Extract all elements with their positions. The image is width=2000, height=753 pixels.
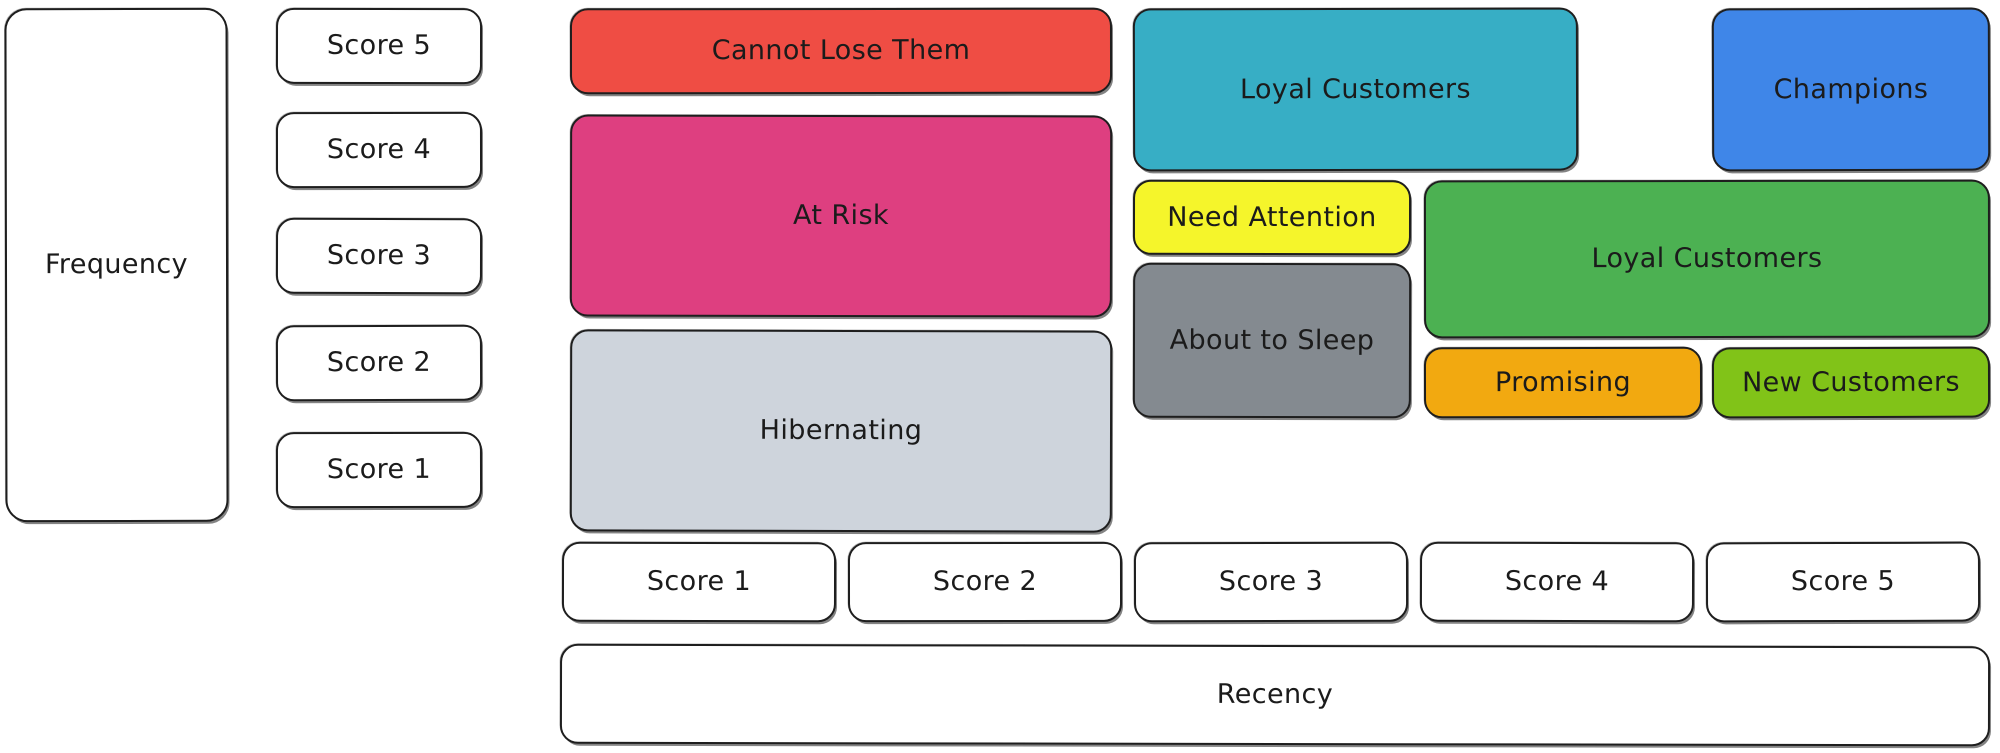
recency-score-2[interactable]: Score 2 xyxy=(847,541,1123,623)
segment-loyal-customers-green[interactable]: Loyal Customers xyxy=(1423,179,1991,339)
segment-need-attention-label: Need Attention xyxy=(1167,201,1377,234)
segment-hibernating[interactable]: Hibernating xyxy=(569,329,1113,533)
recency-score-1-label: Score 1 xyxy=(646,566,752,598)
segment-at-risk-label: At Risk xyxy=(793,200,889,232)
recency-score-3-label: Score 3 xyxy=(1218,566,1324,598)
segment-new-customers-label: New Customers xyxy=(1742,366,1960,399)
frequency-score-2[interactable]: Score 2 xyxy=(275,324,483,402)
recency-score-5-label: Score 5 xyxy=(1790,566,1896,598)
segment-need-attention[interactable]: Need Attention xyxy=(1132,179,1412,256)
frequency-score-3-label: Score 3 xyxy=(326,240,432,272)
segment-champions[interactable]: Champions xyxy=(1711,7,1991,172)
frequency-axis-label-text: Frequency xyxy=(44,249,189,281)
recency-score-5[interactable]: Score 5 xyxy=(1705,541,1981,623)
segment-about-to-sleep[interactable]: About to Sleep xyxy=(1132,262,1412,419)
frequency-score-1[interactable]: Score 1 xyxy=(275,431,483,509)
segment-hibernating-label: Hibernating xyxy=(759,415,923,447)
recency-score-3[interactable]: Score 3 xyxy=(1133,541,1409,623)
segment-champions-label: Champions xyxy=(1773,73,1929,106)
frequency-score-5[interactable]: Score 5 xyxy=(275,7,483,85)
recency-score-2-label: Score 2 xyxy=(932,566,1038,598)
frequency-score-4[interactable]: Score 4 xyxy=(275,111,483,189)
frequency-score-5-label: Score 5 xyxy=(326,30,432,62)
segment-loyal-customers-green-label: Loyal Customers xyxy=(1591,243,1823,275)
frequency-score-3[interactable]: Score 3 xyxy=(275,217,483,295)
segment-cannot-lose-them[interactable]: Cannot Lose Them xyxy=(569,7,1113,95)
recency-score-4-label: Score 4 xyxy=(1504,566,1610,598)
segment-loyal-customers-teal-label: Loyal Customers xyxy=(1239,73,1471,106)
segment-promising-label: Promising xyxy=(1494,366,1632,399)
segment-cannot-lose-them-label: Cannot Lose Them xyxy=(711,35,971,67)
recency-score-1[interactable]: Score 1 xyxy=(561,541,837,623)
frequency-score-2-label: Score 2 xyxy=(326,347,432,379)
frequency-score-4-label: Score 4 xyxy=(326,134,432,166)
recency-axis-label: Recency xyxy=(559,643,1991,747)
segment-about-to-sleep-label: About to Sleep xyxy=(1169,324,1375,357)
frequency-score-1-label: Score 1 xyxy=(326,454,432,486)
recency-axis-label-text: Recency xyxy=(1216,679,1334,711)
segment-promising[interactable]: Promising xyxy=(1423,346,1703,419)
segment-at-risk[interactable]: At Risk xyxy=(569,114,1113,318)
segment-new-customers[interactable]: New Customers xyxy=(1711,346,1991,419)
recency-score-4[interactable]: Score 4 xyxy=(1419,541,1695,623)
frequency-axis-label: Frequency xyxy=(4,7,229,523)
segment-loyal-customers-teal[interactable]: Loyal Customers xyxy=(1132,7,1579,172)
